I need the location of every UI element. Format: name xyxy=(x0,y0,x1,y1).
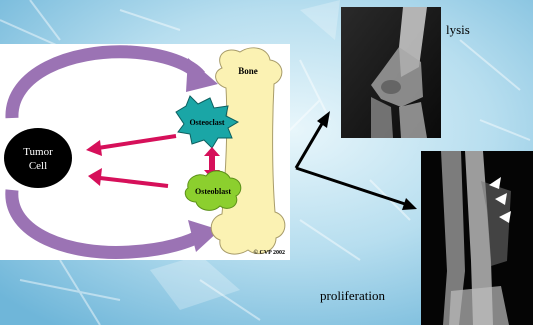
proliferation-xray-image xyxy=(421,151,533,325)
connector-to-lysis xyxy=(296,111,330,168)
connector-to-proliferation xyxy=(296,168,417,210)
lysis-xray-image xyxy=(341,7,441,138)
proliferation-label: proliferation xyxy=(320,288,385,304)
lysis-label: lysis xyxy=(446,22,470,38)
